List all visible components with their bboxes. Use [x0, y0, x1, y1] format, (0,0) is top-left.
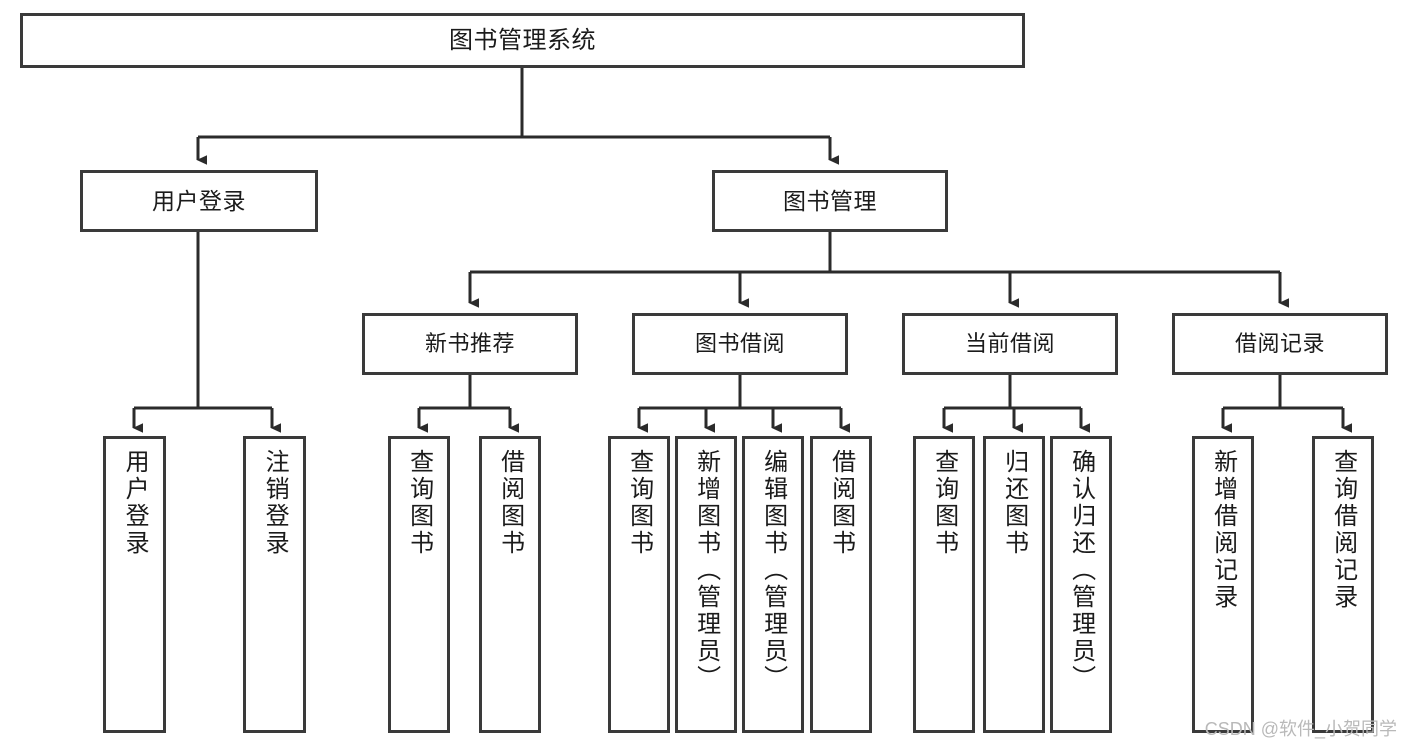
leaf-current-borrow-2[interactable]: 归还图书 [983, 436, 1045, 733]
leaf-current-borrow-1-label: 查询图书 [930, 449, 958, 557]
leaf-book-borrow-4[interactable]: 借阅图书 [810, 436, 872, 733]
leaf-user-login-1[interactable]: 用户登录 [103, 436, 166, 733]
leaf-current-borrow-3-label: 确认归还（管理员） [1067, 449, 1095, 692]
csdn-watermark: CSDN @软件_小贺同学 [1204, 719, 1397, 739]
leaf-current-borrow-2-label: 归还图书 [1000, 449, 1028, 557]
leaf-book-borrow-3-label: 编辑图书（管理员） [759, 449, 787, 692]
node-book-management-label: 图书管理 [783, 187, 877, 214]
node-root[interactable]: 图书管理系统 [20, 13, 1025, 68]
node-current-borrow[interactable]: 当前借阅 [902, 313, 1118, 375]
node-borrow-record-label: 借阅记录 [1234, 331, 1325, 357]
node-new-book-recommend[interactable]: 新书推荐 [362, 313, 578, 375]
node-book-borrow[interactable]: 图书借阅 [632, 313, 848, 375]
leaf-new-book-1-label: 查询图书 [405, 449, 433, 557]
leaf-new-book-2-label: 借阅图书 [496, 449, 524, 557]
leaf-borrow-record-1-label: 新增借阅记录 [1209, 449, 1237, 611]
node-book-management[interactable]: 图书管理 [712, 170, 948, 232]
node-current-borrow-label: 当前借阅 [964, 331, 1055, 357]
leaf-user-login-1-label: 用户登录 [121, 449, 149, 557]
leaf-borrow-record-2-label: 查询借阅记录 [1329, 449, 1357, 611]
leaf-book-borrow-1-label: 查询图书 [625, 449, 653, 557]
leaf-borrow-record-2[interactable]: 查询借阅记录 [1312, 436, 1374, 733]
leaf-book-borrow-2-label: 新增图书（管理员） [692, 449, 720, 692]
leaf-book-borrow-4-label: 借阅图书 [827, 449, 855, 557]
leaf-new-book-2[interactable]: 借阅图书 [479, 436, 541, 733]
node-user-login[interactable]: 用户登录 [80, 170, 318, 232]
leaf-current-borrow-1[interactable]: 查询图书 [913, 436, 975, 733]
leaf-current-borrow-3[interactable]: 确认归还（管理员） [1050, 436, 1112, 733]
node-user-login-label: 用户登录 [152, 187, 246, 214]
node-book-borrow-label: 图书借阅 [694, 331, 785, 357]
leaf-book-borrow-2[interactable]: 新增图书（管理员） [675, 436, 737, 733]
leaf-user-login-2-label: 注销登录 [261, 449, 289, 557]
leaf-borrow-record-1[interactable]: 新增借阅记录 [1192, 436, 1254, 733]
node-root-label: 图书管理系统 [449, 26, 596, 54]
leaf-new-book-1[interactable]: 查询图书 [388, 436, 450, 733]
leaf-book-borrow-1[interactable]: 查询图书 [608, 436, 670, 733]
leaf-user-login-2[interactable]: 注销登录 [243, 436, 306, 733]
node-borrow-record[interactable]: 借阅记录 [1172, 313, 1388, 375]
leaf-book-borrow-3[interactable]: 编辑图书（管理员） [742, 436, 804, 733]
node-new-book-recommend-label: 新书推荐 [424, 331, 515, 357]
